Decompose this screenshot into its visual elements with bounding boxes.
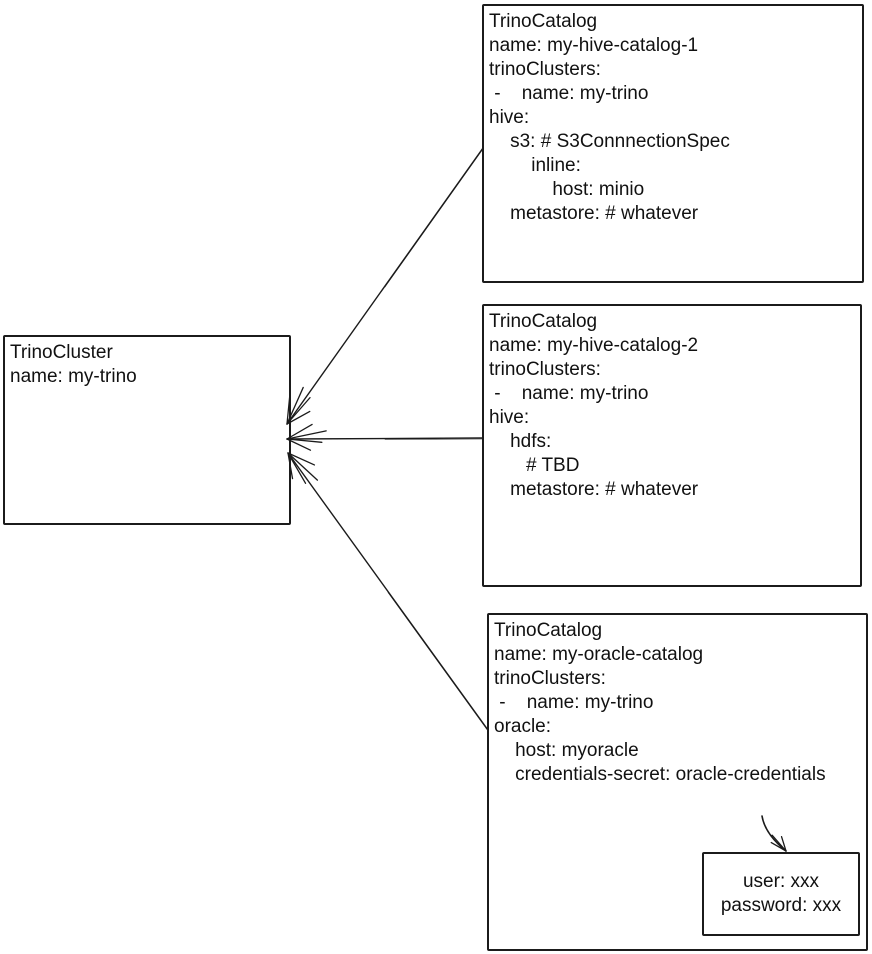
yaml-line: trinoClusters: xyxy=(489,359,601,380)
yaml-line: name: my-oracle-catalog xyxy=(494,644,704,665)
yaml-line: inline: xyxy=(489,155,581,176)
yaml-line: trinoClusters: xyxy=(489,59,601,80)
trino-cluster-box: TrinoCluster name: my-trino xyxy=(3,335,291,525)
connector-catalog1-to-cluster xyxy=(286,147,484,425)
trino-catalog-2-box: TrinoCatalog name: my-hive-catalog-2 tri… xyxy=(482,304,862,587)
secret-line: user: xxx xyxy=(742,871,820,892)
yaml-line: name: my-trino xyxy=(10,366,137,387)
yaml-line: host: minio xyxy=(489,179,645,200)
yaml-line: metastore: # whatever xyxy=(489,203,699,224)
trino-catalog-1-box: TrinoCatalog name: my-hive-catalog-1 tri… xyxy=(482,4,864,283)
yaml-line: name: my-hive-catalog-2 xyxy=(489,335,699,356)
yaml-line: trinoClusters: xyxy=(494,668,606,689)
node-title: TrinoCatalog xyxy=(489,11,598,32)
connector-catalog2-to-cluster xyxy=(286,423,484,451)
node-title: TrinoCatalog xyxy=(494,620,603,641)
yaml-line: hdfs: xyxy=(489,431,552,452)
node-title: TrinoCluster xyxy=(10,342,113,363)
secret-line: password: xxx xyxy=(720,895,842,916)
yaml-line: - name: my-trino xyxy=(494,692,654,713)
yaml-line: hive: xyxy=(489,407,530,428)
oracle-credentials-secret-box: user: xxx password: xxx xyxy=(702,852,860,936)
yaml-line: # TBD xyxy=(489,455,580,476)
yaml-line: hive: xyxy=(489,107,530,128)
yaml-line: name: my-hive-catalog-1 xyxy=(489,35,699,56)
yaml-line: credentials-secret: oracle-credentials xyxy=(494,764,826,785)
yaml-line: - name: my-trino xyxy=(489,83,649,104)
yaml-line: oracle: xyxy=(494,716,552,737)
connector-catalog3-to-cluster xyxy=(287,452,489,732)
yaml-line: - name: my-trino xyxy=(489,383,649,404)
node-title: TrinoCatalog xyxy=(489,311,598,332)
yaml-line: s3: # S3ConnnectionSpec xyxy=(489,131,730,152)
yaml-line: metastore: # whatever xyxy=(489,479,699,500)
yaml-line: host: myoracle xyxy=(494,740,639,761)
